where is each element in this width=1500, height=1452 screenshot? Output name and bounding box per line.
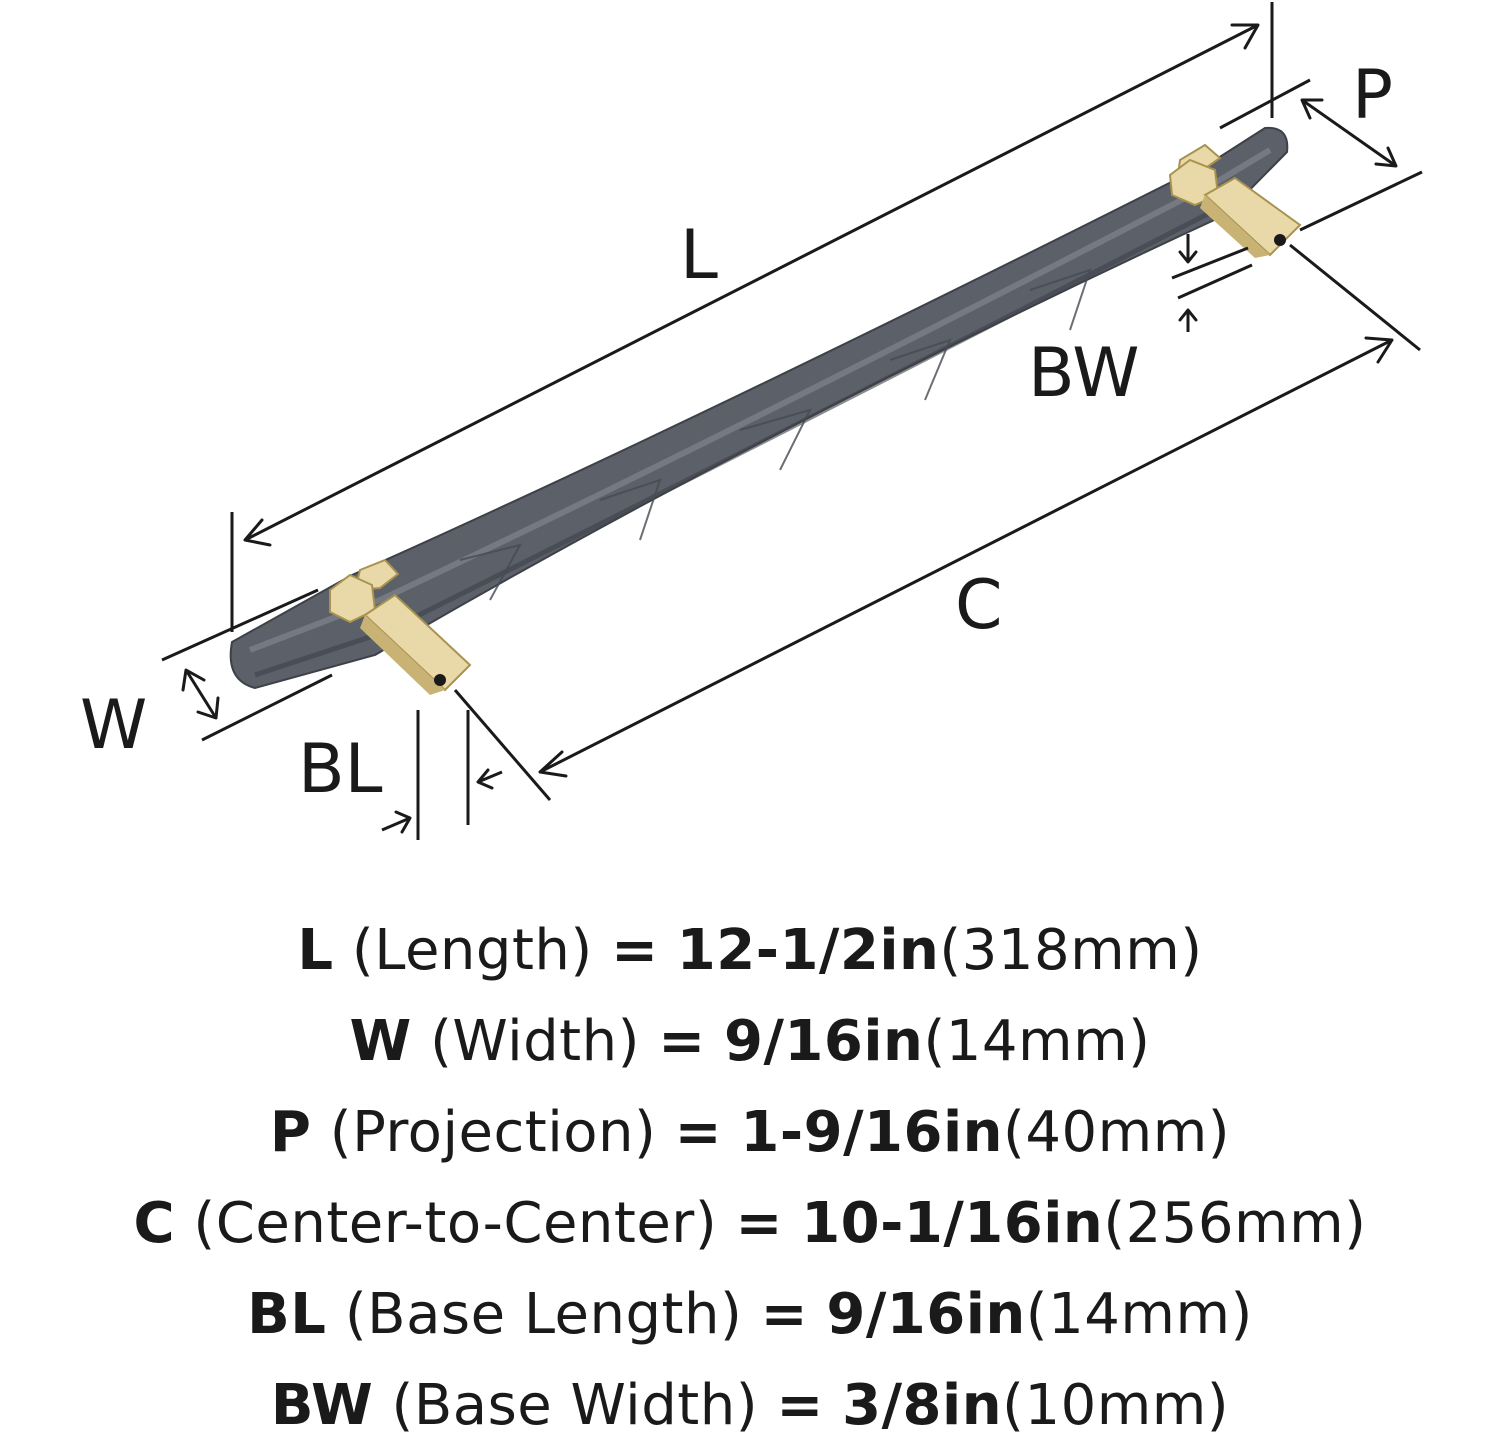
spec-name: (Base Width) — [391, 1373, 759, 1438]
spec-name: (Length) — [351, 918, 593, 983]
spec-metric: (318mm) — [939, 918, 1203, 983]
spec-imperial: 1-9/16in — [740, 1100, 1004, 1165]
spec-name: (Center-to-Center) — [193, 1191, 718, 1256]
center-to-center-dimension: C — [453, 243, 1421, 801]
spec-imperial: 9/16in — [826, 1282, 1026, 1347]
spec-row-width: W (Width) = 9/16in(14mm) — [0, 996, 1500, 1087]
spec-eq: = — [658, 1009, 706, 1074]
spec-row-center-to-center: C (Center-to-Center) = 10-1/16in(256mm) — [0, 1178, 1500, 1269]
spec-name: (Width) — [430, 1009, 640, 1074]
spec-name: (Projection) — [329, 1100, 657, 1165]
handle-dimension-diagram: L W P C BL — [80, 2, 1423, 840]
spec-row-base-width: BW (Base Width) = 3/8in(10mm) — [0, 1360, 1500, 1451]
length-dimension: L — [230, 2, 1274, 632]
spec-name: (Base Length) — [344, 1282, 743, 1347]
spec-imperial: 10-1/16in — [801, 1191, 1104, 1256]
spec-eq: = — [735, 1191, 783, 1256]
label-C: C — [955, 566, 1002, 645]
spec-metric: (10mm) — [1002, 1373, 1230, 1438]
spec-eq: = — [611, 918, 659, 983]
spec-code: BW — [270, 1373, 374, 1438]
spec-code: BL — [247, 1282, 327, 1347]
spec-eq: = — [776, 1373, 824, 1438]
label-P: P — [1352, 56, 1393, 135]
spec-eq: = — [760, 1282, 809, 1347]
spec-eq: = — [674, 1100, 723, 1165]
spec-code: P — [269, 1100, 312, 1165]
label-L: L — [680, 216, 718, 295]
projection-dimension: P — [1219, 56, 1423, 232]
width-dimension: W — [80, 588, 333, 765]
cabinet-pull-handle — [229, 126, 1302, 695]
spec-metric: (40mm) — [1003, 1100, 1231, 1165]
spec-imperial: 9/16in — [724, 1009, 924, 1074]
base-width-dimension: BW — [1028, 234, 1253, 413]
handle-facets — [459, 268, 1092, 601]
spec-row-projection: P (Projection) = 1-9/16in(40mm) — [0, 1087, 1500, 1178]
label-W: W — [80, 686, 147, 765]
spec-imperial: 12-1/2in — [676, 918, 940, 983]
label-BL: BL — [298, 730, 383, 809]
handle-facet-shadow — [254, 202, 1227, 678]
spec-metric: (256mm) — [1103, 1191, 1367, 1256]
spec-code: W — [349, 1009, 412, 1074]
left-base — [329, 558, 472, 695]
dimension-specifications: L (Length) = 12-1/2in(318mm) W (Width) =… — [0, 905, 1500, 1451]
right-base — [1168, 143, 1302, 258]
spec-row-base-length: BL (Base Length) = 9/16in(14mm) — [0, 1269, 1500, 1360]
spec-metric: (14mm) — [923, 1009, 1151, 1074]
label-BW: BW — [1028, 334, 1139, 413]
base-length-dimension: BL — [298, 710, 503, 840]
spec-metric: (14mm) — [1025, 1282, 1253, 1347]
spec-code: C — [133, 1191, 176, 1256]
spec-imperial: 3/8in — [842, 1373, 1003, 1438]
spec-code: L — [297, 918, 334, 983]
spec-row-length: L (Length) = 12-1/2in(318mm) — [0, 905, 1500, 996]
